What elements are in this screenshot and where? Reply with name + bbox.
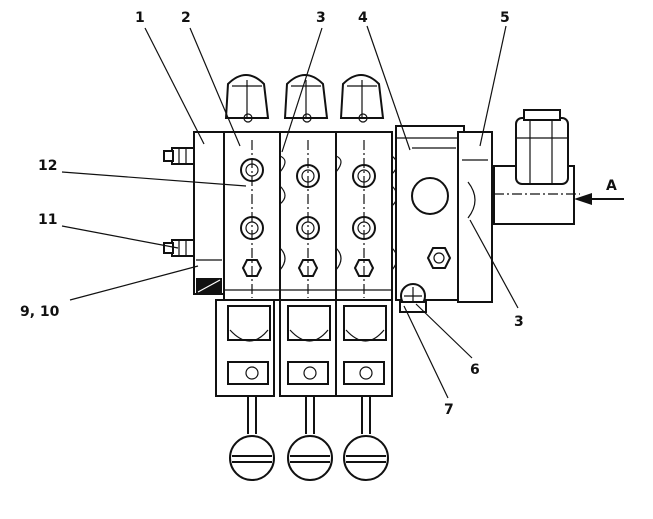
spool-cap-2 bbox=[283, 74, 329, 123]
callout-1: 1 bbox=[135, 10, 145, 26]
leader-lines bbox=[61, 25, 519, 399]
callout-6: 6 bbox=[470, 362, 480, 378]
lever-assembly-3 bbox=[335, 299, 393, 481]
callout-3-top: 3 bbox=[316, 10, 326, 26]
relief-valve-block bbox=[395, 125, 465, 301]
outlet-cover bbox=[457, 131, 493, 303]
valve-section-3 bbox=[335, 131, 393, 301]
inlet-cover bbox=[193, 131, 225, 295]
spool-cap-1 bbox=[224, 74, 270, 123]
callout-2: 2 bbox=[181, 10, 191, 26]
callout-7: 7 bbox=[444, 402, 454, 418]
view-arrow-label: A bbox=[606, 178, 617, 194]
callout-11: 11 bbox=[38, 212, 57, 228]
valve-section-1 bbox=[223, 131, 281, 301]
tie-rod-nut-lower bbox=[163, 239, 195, 257]
callout-12: 12 bbox=[38, 158, 57, 174]
callout-4: 4 bbox=[358, 10, 368, 26]
tie-rod-nut-upper bbox=[163, 147, 195, 165]
lever-assembly-2 bbox=[279, 299, 337, 481]
callout-3-right: 3 bbox=[514, 314, 524, 330]
callout-9-10: 9, 10 bbox=[20, 304, 60, 320]
view-arrow-a: A bbox=[574, 178, 624, 205]
spool-cap-3 bbox=[339, 74, 385, 123]
callout-5: 5 bbox=[500, 10, 510, 26]
drain-plug bbox=[399, 283, 427, 313]
valve-section-2 bbox=[279, 131, 337, 301]
lever-assembly-1 bbox=[215, 299, 275, 481]
inlet-port-fitting bbox=[493, 109, 580, 225]
